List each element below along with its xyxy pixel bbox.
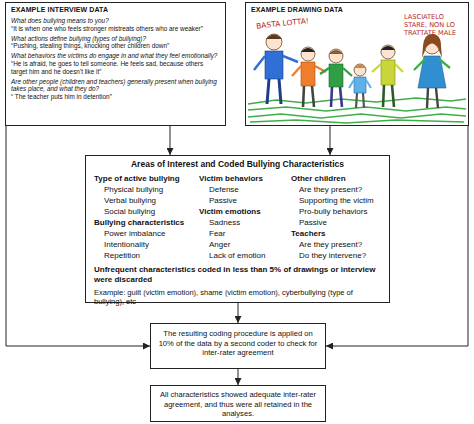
victim-figure-part [354, 77, 366, 93]
child-figure-blue-part [266, 34, 282, 50]
interview-question: What does bullying means to you? [11, 17, 220, 25]
child-figure-green-part [329, 50, 343, 54]
category-item: Defense [209, 185, 239, 195]
interview-answer: “He is afraid, he goes to tell someone. … [11, 60, 220, 75]
connector-group [6, 126, 468, 385]
category-heading: Other children [291, 174, 346, 184]
flow-arrow [238, 369, 239, 385]
category-item: Are they present? [299, 185, 362, 195]
coding-categories-box: Areas of Interest and Coded Bullying Cha… [85, 155, 390, 303]
interview-question: What actions define bullying (types of b… [11, 35, 220, 43]
flow-arrow [330, 126, 331, 155]
box-heading: EXAMPLE INTERVIEW DATA [11, 6, 220, 14]
box-text: The resulting coding procedure is applie… [157, 329, 319, 358]
handwritten-speech: LASCIATELO STARE, NON LO TRATTATE MALE [404, 13, 464, 37]
category-item: Power imbalance [104, 229, 165, 239]
category-item: Are they present? [299, 240, 362, 250]
reliability-check-box: The resulting coding procedure is applie… [150, 323, 326, 369]
box-title: Areas of Interest and Coded Bullying Cha… [86, 159, 389, 169]
category-heading: Type of active bullying [94, 174, 180, 184]
category-item: Passive [209, 196, 237, 206]
result-box: All characteristics showed adequate inte… [150, 385, 326, 422]
example-note: Example: guilt (victim emotion), shame (… [94, 288, 384, 306]
interview-answer: “It is when one who feels stronger mistr… [11, 25, 220, 33]
category-item: Repetition [104, 251, 140, 261]
category-item: Physical bullying [104, 185, 163, 195]
flow-arrow [238, 303, 239, 323]
child-figure-orange-part [301, 47, 315, 61]
interview-question: Are other people (children and teachers)… [11, 78, 220, 93]
child-figure-yellow-part [381, 46, 395, 50]
category-item: Intentionality [104, 240, 149, 250]
child-figure-blue-part [265, 51, 283, 79]
box-heading: EXAMPLE DRAWING DATA [251, 6, 463, 14]
interview-answer: “ The teacher puts him in detention” [11, 93, 220, 101]
child-figure-yellow-part [381, 45, 395, 59]
category-item: Verbal bullying [104, 196, 156, 206]
interview-answer: “Pushing, stealing things, knocking othe… [11, 42, 220, 50]
flow-arrow [170, 126, 171, 155]
category-heading: Victim emotions [199, 207, 261, 217]
child-figure-orange-part [301, 48, 315, 52]
child-figure-yellow-part [381, 60, 395, 85]
category-item: Do they intervene? [299, 251, 366, 261]
victim-figure-part [354, 64, 366, 76]
category-heading: Bullying characteristics [94, 218, 184, 228]
category-item: Passive [299, 218, 327, 228]
child-figure-green-part [329, 64, 343, 87]
interview-example-box: EXAMPLE INTERVIEW DATA What does bullying… [5, 2, 226, 126]
category-heading: Victim behaviors [199, 174, 263, 184]
interview-question: What behaviors the victims do engage in … [11, 52, 220, 60]
category-item: Fear [209, 229, 225, 239]
category-item: Supporting the victim [299, 196, 374, 206]
category-item: Sadness [209, 218, 240, 228]
discard-note: Unfrequent characteristics coded in less… [94, 265, 384, 284]
child-figure-orange-part [301, 62, 315, 86]
child-figure-green-part [329, 49, 343, 63]
category-item: Social bullying [104, 207, 155, 217]
category-item: Pro-bully behaviors [299, 207, 367, 217]
box-text: All characteristics showed adequate inte… [157, 390, 319, 419]
category-heading: Teachers [291, 229, 326, 239]
category-item: Anger [209, 240, 230, 250]
category-item: Lack of emotion [209, 251, 265, 261]
